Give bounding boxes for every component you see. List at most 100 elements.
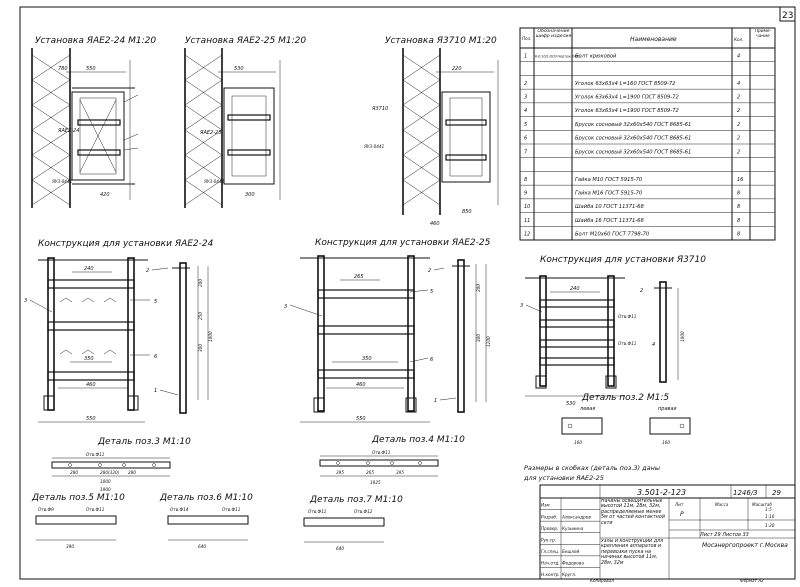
- hole-11-c3b: Отв.Ф11: [618, 341, 637, 346]
- label-yu3-0441: ЯУ3-0441: [51, 179, 73, 184]
- role-name: Кузьмина: [562, 526, 584, 531]
- spec-cell-qty: 8: [737, 190, 740, 196]
- spec-cell-pos: 9: [524, 190, 527, 196]
- callout-5-c2: 5: [430, 289, 433, 295]
- dim-350-c2: 350: [362, 356, 372, 362]
- dim-390-d5: 390: [66, 544, 74, 549]
- role-label: Разраб.: [541, 514, 557, 519]
- detail-title-pos7: Деталь поз.7 М1:10: [309, 495, 403, 505]
- callout-5-c1: 5: [154, 299, 157, 305]
- detail-title-pos2: Деталь поз.2 М1:5: [581, 393, 669, 403]
- detail-pos3: Отв.Ф11 280 280(330) 280 1000 1900: [51, 452, 171, 492]
- spec-cell-pos: 11: [524, 218, 530, 224]
- role-name: Бешлей: [562, 549, 580, 554]
- title-stage: Р: [680, 511, 684, 518]
- dim-240-c1: 240: [84, 266, 94, 272]
- spec-cell-pos: 1: [524, 53, 527, 59]
- hole-11-d6: Отв.Ф11: [222, 507, 241, 512]
- sheet-number-box: [779, 6, 796, 22]
- callout-3-c2: 3: [284, 304, 287, 310]
- title-content: Узлы и конструкции для крепления аппарат…: [601, 539, 663, 566]
- role-label: Рук.гр.: [541, 537, 556, 542]
- spec-cell-name: Уголок 63х63х4 L=1900 ГОСТ 8509-72: [575, 108, 679, 114]
- dim-550-c2: 550: [356, 416, 366, 422]
- title-code: 3.501-2-123: [637, 488, 686, 497]
- label-yae2-25: ЯАЕ2-25: [199, 130, 221, 136]
- dim-265-c2: 265: [354, 274, 364, 280]
- spec-cell-pos: 7: [524, 149, 528, 155]
- spec-cell-name: Гайка М10 ГОСТ 5915-70: [575, 177, 643, 183]
- dim-460-c1: 460: [86, 382, 96, 388]
- spec-header-qty: Кол.: [734, 37, 744, 42]
- dim-1200-c2: 1200: [486, 336, 491, 347]
- dim-460-top: 460: [430, 221, 440, 227]
- spec-cell-pos: 10: [524, 204, 530, 210]
- dim-200-c2: 200: [476, 284, 481, 292]
- dim-460-c2: 460: [356, 382, 366, 388]
- title-roles: Изм.Разраб.АлександровПровер.КузьминаРук…: [540, 497, 600, 579]
- dim-1000-d3: 1000: [100, 479, 111, 484]
- title-org: Мосэнергопроект г.Москва: [702, 542, 788, 549]
- detail-pos5: Отв.Ф9 Отв.Ф11 390: [35, 507, 117, 549]
- dim-300-c2: 300: [476, 334, 481, 342]
- callout-6-c1: 6: [154, 354, 157, 360]
- dim-220: 220: [452, 66, 462, 72]
- sheet-number: 23: [782, 11, 793, 21]
- spec-header-note: Приме-чание: [754, 29, 772, 39]
- dim-1900-d3: 1900: [100, 487, 111, 492]
- dim-780: 780: [58, 66, 68, 72]
- spec-cell-name: Брусок сосновый 32х60х540 ГОСТ 8685-61: [575, 136, 691, 142]
- spec-cell-qty: 2: [737, 122, 740, 128]
- note-line-1: Размеры в скобках (деталь поз.3) даны: [524, 464, 660, 472]
- view-title-yae2-24: Установка ЯАЕ2-24 М1:20: [35, 36, 156, 46]
- dim-160-right: 160: [662, 440, 670, 445]
- title-stage-header: Лит: [674, 502, 684, 507]
- spec-cell-qty: 2: [737, 108, 740, 114]
- role-name: Кругл.: [562, 572, 576, 577]
- spec-header-designation: Обозначение шифр изделия: [535, 29, 572, 39]
- role-name: Федорова: [562, 561, 584, 566]
- spec-cell-pos: 12: [524, 232, 530, 238]
- dim-395-d4b: 395: [396, 470, 404, 475]
- hole-11-c3: Отв.Ф11: [618, 314, 637, 319]
- construction-ya3710: 240 530 Отв.Ф11 Отв.Ф11 3 1000 2 4: [520, 275, 685, 407]
- detail-title-pos3: Деталь поз.3 М1:10: [97, 437, 191, 447]
- role-label: Гл.спец.: [541, 549, 559, 554]
- dim-240-c3: 240: [570, 286, 580, 292]
- spec-cell-name: Шайба 16 ГОСТ 11371-68: [575, 218, 644, 224]
- dim-160-left: 160: [574, 440, 582, 445]
- title-mass-header: Масса: [715, 502, 729, 507]
- spec-cell-qty: 8: [737, 232, 740, 238]
- callout-1-c2: 1: [434, 398, 437, 404]
- hole-11-d7: Отв.Ф11: [308, 509, 327, 514]
- dim-420: 420: [100, 192, 110, 198]
- view-title-ya3710: Установка Я3710 М1:20: [385, 36, 497, 46]
- title-block: 3.501-2-123 1246/3 29 Начины освещительн…: [539, 484, 796, 580]
- dim-640-d7: 640: [336, 546, 344, 551]
- view-yae2-24-installation: 550 780 ЯАЕ2-24 ЯУ3-0441 420: [31, 48, 139, 208]
- role-name: Александров: [561, 514, 591, 519]
- spec-cell-name: Шайба 10 ГОСТ 11371-68: [575, 204, 644, 210]
- spec-header-name: Наименование: [630, 36, 677, 43]
- dim-240-d3: 280(330): [100, 470, 120, 475]
- spec-cell-name: Брусок сосновый 32х60х540 ГОСТ 8685-61: [575, 122, 691, 128]
- label-yu3-0441-b: ЯУ3-0441: [203, 179, 225, 184]
- dim-550: 550: [86, 66, 96, 72]
- specification-table: Поз. Обозначение шифр изделия Наименован…: [519, 27, 776, 241]
- spec-cell-name: Болт М10х60 ГОСТ 7798-70: [575, 232, 650, 238]
- spec-cell-name: Брусок сосновый 32х60х540 ГОСТ 8685-61: [575, 149, 691, 155]
- hole-12-d7: Отв.Ф12: [354, 509, 373, 514]
- dim-395-d4: 395: [336, 470, 344, 475]
- detail-pos6: Отв.Ф14 Отв.Ф11 640: [167, 507, 249, 549]
- dim-550-c1: 550: [86, 416, 96, 422]
- title-scale-3: 1:20: [765, 523, 775, 528]
- dim-530-c3: 530: [566, 401, 576, 407]
- spec-cell-qty: 2: [737, 149, 740, 155]
- label-yu3-0441-c: ЯУ3-0441: [363, 144, 385, 149]
- spec-cell-name: Гайка М16 ГОСТ 5915-70: [575, 190, 643, 196]
- construction-yae2-25: 265 350 460 550 3 5 6 200 300 1200 2 1: [284, 255, 491, 423]
- title-sheet: 29: [772, 489, 781, 497]
